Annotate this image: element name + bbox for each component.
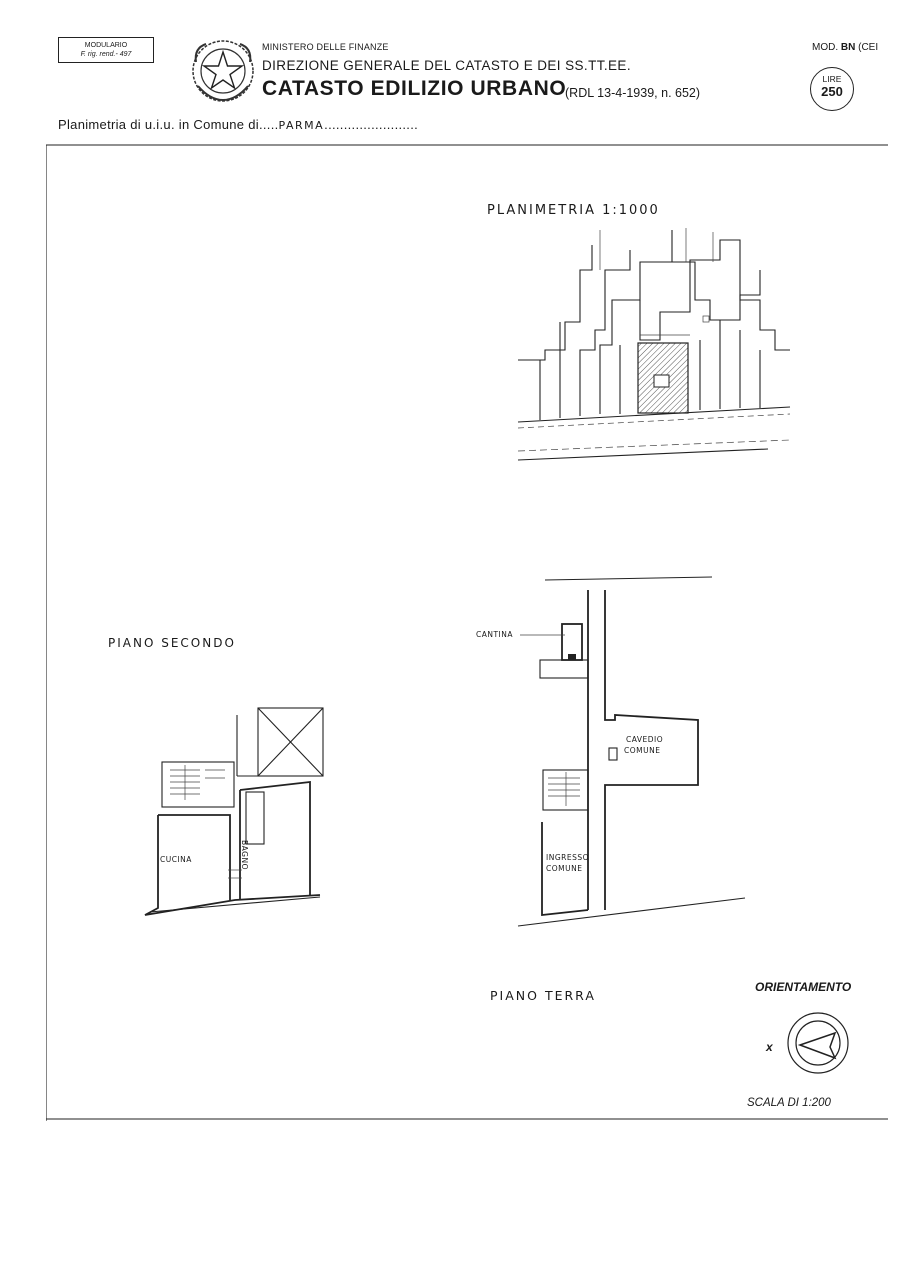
room-label-entrance-2: COMUNE: [546, 864, 583, 873]
municipality-prefix: Planimetria di u.i.u. in Comune di.....: [58, 117, 279, 132]
municipality-line: Planimetria di u.i.u. in Comune di.....P…: [58, 117, 418, 132]
ministry-name: MINISTERO DELLE FINANZE: [262, 42, 389, 52]
stamp-lire-value: 250: [821, 84, 843, 99]
municipality-dots: ........................: [324, 117, 419, 132]
ground-floor-title: PIANO TERRA: [490, 988, 596, 1003]
room-label-cellar: CANTINA: [476, 630, 514, 639]
form-model-code: BN: [840, 42, 856, 53]
registry-title: CATASTO EDILIZIO URBANO: [262, 77, 567, 100]
form-model-prefix: MOD.: [812, 42, 839, 53]
room-label-courtyard-1: CAVEDIO: [626, 735, 664, 744]
room-label-kitchen: CUCINA: [160, 855, 192, 864]
site-plan-title: PLANIMETRIA 1:1000: [487, 203, 660, 218]
ground-floor-plan: [517, 576, 746, 927]
municipality-name: PARMA: [278, 119, 325, 132]
law-reference: (RDL 13-4-1939, n. 652): [565, 86, 701, 100]
site-plan: [517, 228, 791, 461]
orientation-label: ORIENTAMENTO: [755, 980, 852, 994]
room-label-entrance-1: INGRESSO: [546, 853, 590, 862]
scale-label: SCALA DI 1:200: [747, 1097, 831, 1109]
second-floor-title: PIANO SECONDO: [108, 636, 236, 650]
modulario-box: MODULARIO F. rig. rend.- 497: [58, 37, 154, 63]
room-label-bathroom: BAGNO: [240, 840, 249, 870]
form-model-suffix: (CEI: [858, 42, 879, 53]
modulario-code: F. rig. rend.- 497: [80, 51, 132, 58]
modulario-title: MODULARIO: [84, 42, 128, 49]
form-model: MOD. BN (CEI: [812, 42, 878, 53]
emblem-icon: [192, 40, 254, 102]
north-arrow-icon: [787, 1012, 849, 1074]
room-label-courtyard-2: COMUNE: [624, 746, 661, 755]
stamp-lire-label: LIRE: [822, 74, 842, 84]
direction-name: DIREZIONE GENERALE DEL CATASTO E DEI SS.…: [262, 58, 631, 73]
north-mark: x: [766, 1040, 773, 1054]
stamp-lire: LIRE 250: [810, 67, 854, 111]
drawing-frame: [46, 144, 888, 1121]
second-floor-plan: [144, 707, 324, 916]
